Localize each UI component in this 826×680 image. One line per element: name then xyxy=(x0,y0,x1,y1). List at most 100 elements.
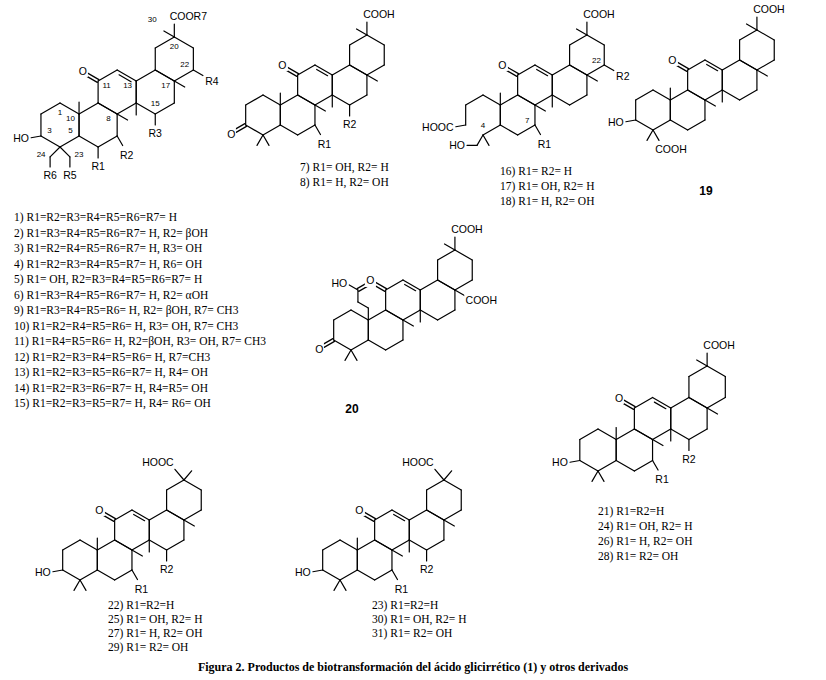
chemical-bond xyxy=(688,120,705,130)
compound-substituents: 7) R1= OH, R2= H xyxy=(300,161,389,174)
chemical-bond xyxy=(444,480,461,490)
chemical-bond xyxy=(689,366,707,377)
chemical-bond xyxy=(671,398,689,409)
chemical-bond xyxy=(616,428,617,440)
chemical-bond xyxy=(725,377,726,398)
chemical-bond xyxy=(134,514,145,520)
chemical-bond xyxy=(280,125,297,135)
chemical-bond xyxy=(689,398,707,409)
chemical-bond xyxy=(427,480,444,490)
compound-substituents: 9) R1=R3=R4=R5=R6= H, R2= βOH, R7= CH3 xyxy=(14,304,238,317)
atom-number: 5 xyxy=(68,126,72,135)
chemical-bond xyxy=(80,540,97,550)
chemical-bond xyxy=(117,103,136,114)
chemical-bond xyxy=(444,520,454,526)
chemical-bond xyxy=(454,290,455,310)
chemical-bond xyxy=(426,550,427,561)
chemical-bond xyxy=(298,95,315,105)
chemical-bond xyxy=(402,320,403,340)
atom-number: 15 xyxy=(151,100,160,109)
atom-label: R2 xyxy=(342,118,357,130)
atom-label: COOH xyxy=(450,223,484,235)
chemical-bond xyxy=(467,145,477,146)
chemical-bond xyxy=(697,360,707,366)
chemical-bond xyxy=(624,400,635,407)
chemical-bond xyxy=(518,95,535,105)
atom-number: 4 xyxy=(481,121,485,130)
chemical-bond xyxy=(174,81,184,87)
chemical-bond xyxy=(132,570,138,580)
chemical-bond xyxy=(598,461,616,472)
chemical-bond xyxy=(688,90,705,100)
chemical-bond xyxy=(245,105,246,125)
chemical-bond xyxy=(756,70,757,90)
chemical-bond xyxy=(403,320,413,326)
chemical-bond xyxy=(391,550,392,570)
chemical-bond xyxy=(167,480,184,490)
chemical-bond xyxy=(287,67,298,74)
atom-label: COOH xyxy=(465,294,499,306)
chemical-bond xyxy=(98,103,117,114)
chemical-bond xyxy=(570,65,587,75)
chemical-bond xyxy=(349,105,350,116)
chemical-bond xyxy=(403,280,420,290)
atom-label: O xyxy=(614,391,624,403)
compound-substituents: 26) R1= H, R2= OH xyxy=(598,535,692,548)
chemical-bond xyxy=(193,48,194,70)
chemical-bond xyxy=(367,35,384,45)
chemical-bond xyxy=(477,135,483,145)
chemical-bond xyxy=(368,308,369,320)
chemical-bond xyxy=(350,65,367,75)
chemical-bond xyxy=(707,64,718,70)
chemical-bond xyxy=(201,490,202,510)
chemical-bond xyxy=(438,280,455,290)
atom-label: COOR7 xyxy=(169,10,208,22)
chemical-bond xyxy=(552,75,553,95)
chemical-bond xyxy=(368,320,369,340)
chemical-bond xyxy=(183,520,184,540)
atom-label: R6 xyxy=(42,169,57,181)
chemical-bond xyxy=(392,570,398,580)
chemical-bond xyxy=(707,366,725,377)
chemical-bond xyxy=(654,402,665,409)
figure-caption: Figura 2. Productos de biotransformación… xyxy=(0,661,826,675)
compound-substituents: 17) R1= OH, R2= H xyxy=(500,180,594,193)
atom-label: COOH xyxy=(362,8,396,20)
chemical-bond xyxy=(349,45,350,65)
chemical-bond xyxy=(132,540,149,550)
atom-number: 24 xyxy=(37,150,46,159)
chemical-bond xyxy=(367,75,377,81)
chemical-bond xyxy=(340,540,357,550)
chemical-bond xyxy=(670,408,671,429)
chemical-bond xyxy=(97,540,114,550)
chemical-bond xyxy=(455,280,472,290)
chemical-bond xyxy=(167,510,184,520)
chemical-bond xyxy=(184,471,192,480)
chemical-bond xyxy=(535,125,541,135)
chemical-bond xyxy=(722,90,723,102)
atom-label: R2 xyxy=(681,452,696,464)
atom-label: HO xyxy=(551,456,569,468)
chemical-bond xyxy=(136,70,155,81)
chemical-bond xyxy=(74,580,80,590)
chemical-bond xyxy=(263,135,269,145)
chemical-bond xyxy=(534,105,535,125)
chemical-bond xyxy=(236,126,246,132)
chemical-bond xyxy=(552,65,569,75)
chemical-bond xyxy=(374,520,375,540)
chemical-bond xyxy=(375,510,392,520)
chemical-bond xyxy=(552,75,553,95)
chemical-bond xyxy=(98,147,99,158)
chemical-bond xyxy=(384,45,385,65)
compound-substituents: 24) R1= OH, R2= H xyxy=(598,520,692,533)
chemical-bond xyxy=(98,103,117,114)
chemical-bond xyxy=(136,81,137,103)
compound-substituents: 12) R1=R2=R3=R4=R5=R6= H, R7=CH3 xyxy=(14,351,210,364)
atom-label: R1 xyxy=(654,473,669,485)
chemical-bond xyxy=(592,471,598,481)
compound-substituents: 14) R1=R2=R3=R6=R7= H, R4=R5= OH xyxy=(14,382,208,395)
chemical-bond xyxy=(323,570,340,580)
chemical-bond xyxy=(507,67,518,74)
atom-label: O xyxy=(314,343,324,355)
atom-number: 17 xyxy=(161,81,170,90)
